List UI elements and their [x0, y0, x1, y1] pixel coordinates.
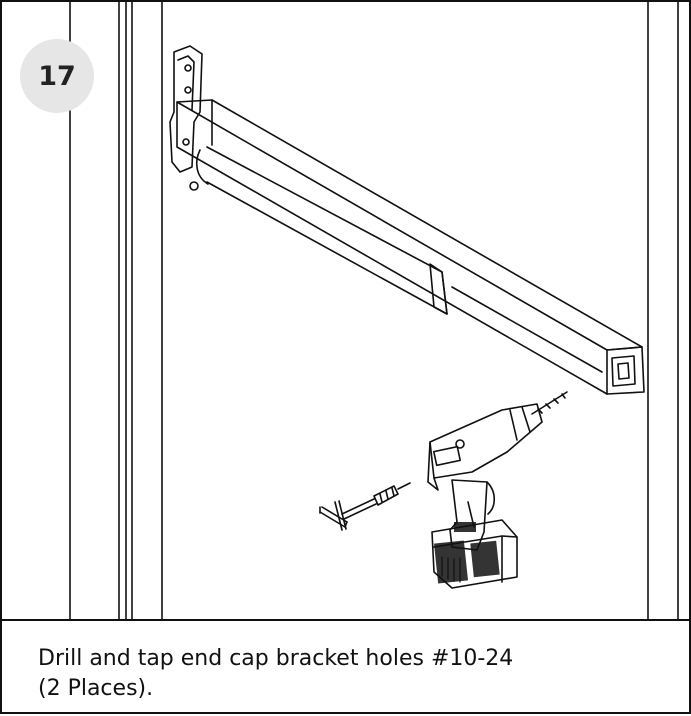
step-number-badge: 17 — [20, 39, 94, 113]
drill-dark-details — [433, 522, 500, 584]
exit-device-bar — [169, 45, 645, 395]
caption-line-1: Drill and tap end cap bracket holes #10-… — [38, 646, 514, 671]
instruction-caption: Drill and tap end cap bracket holes #10-… — [38, 644, 658, 704]
door-frame-lines — [69, 2, 679, 621]
drill-bit — [531, 391, 568, 415]
caption-line-2: (2 Places). — [38, 676, 154, 701]
tap-wrench — [319, 482, 411, 531]
